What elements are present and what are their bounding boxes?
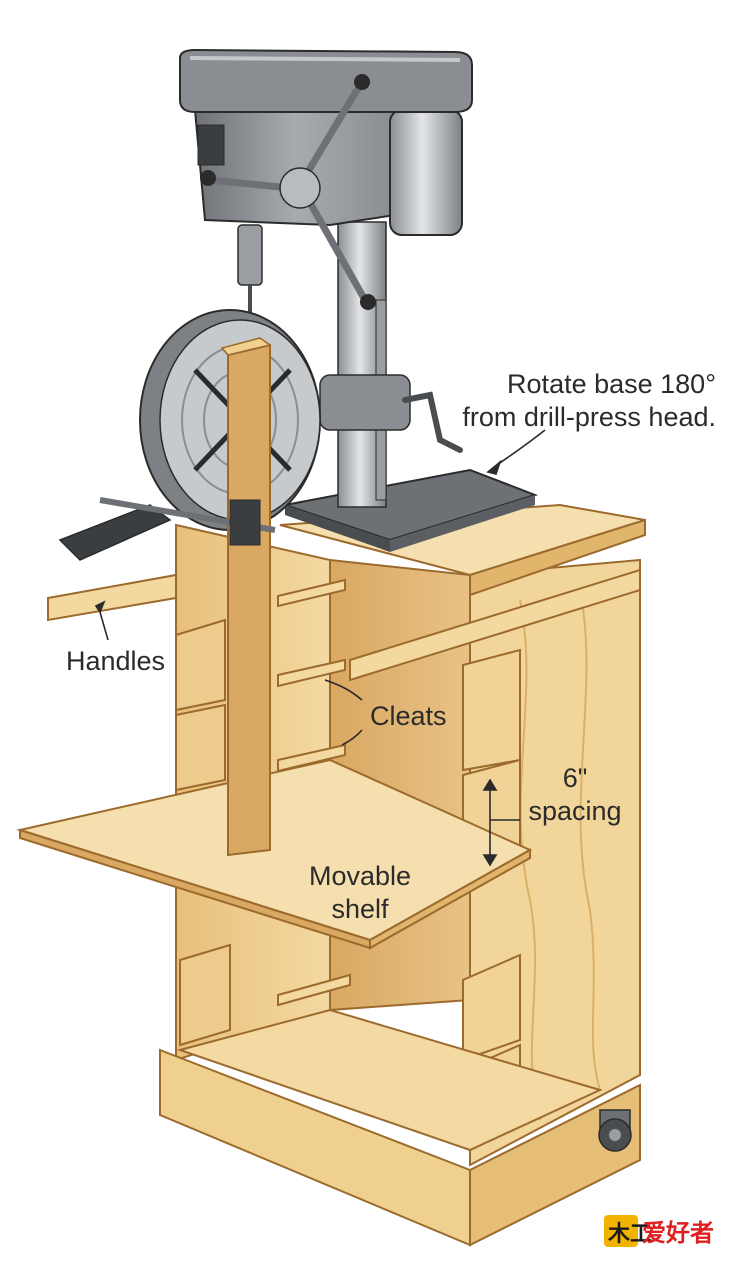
- drill-press-top-cover: [179, 48, 473, 113]
- base-frame-inner: [176, 1008, 603, 1152]
- rotate-callout-line2: from drill-press head.: [462, 402, 716, 432]
- drill-press-display: [197, 124, 225, 166]
- movable-callout-line2: shelf: [331, 894, 389, 924]
- svg-text:木工: 木工: [607, 1222, 652, 1247]
- handles: [47, 568, 641, 682]
- rotate-base-callout: Rotate base 180° from drill-press head.: [430, 368, 716, 434]
- clamp: [58, 497, 276, 561]
- movable-callout-line1: Movable: [308, 861, 412, 891]
- cleats: [277, 578, 351, 1007]
- base-frame-side: [469, 1083, 641, 1247]
- spacing-callout: 6" spacing: [520, 762, 630, 828]
- cleats-label: Cleats: [370, 701, 447, 731]
- svg-text:爱好者: 爱好者: [642, 1219, 714, 1247]
- rotate-callout-line1: Rotate base 180°: [507, 369, 716, 399]
- caster-wheel: [598, 1109, 632, 1152]
- drill-chuck: [237, 224, 263, 286]
- callout-leaders: [94, 429, 546, 867]
- movable-shelf-callout: Movable shelf: [290, 860, 430, 926]
- left-slot-blocks: [175, 618, 231, 1047]
- drill-press-motor: [389, 109, 463, 236]
- watermark-logo: 木工 爱好者: [604, 1215, 714, 1247]
- spacing-word: spacing: [528, 796, 622, 826]
- handles-label: Handles: [66, 646, 166, 676]
- spacing-value: 6": [562, 763, 588, 793]
- vertical-post: [227, 343, 271, 857]
